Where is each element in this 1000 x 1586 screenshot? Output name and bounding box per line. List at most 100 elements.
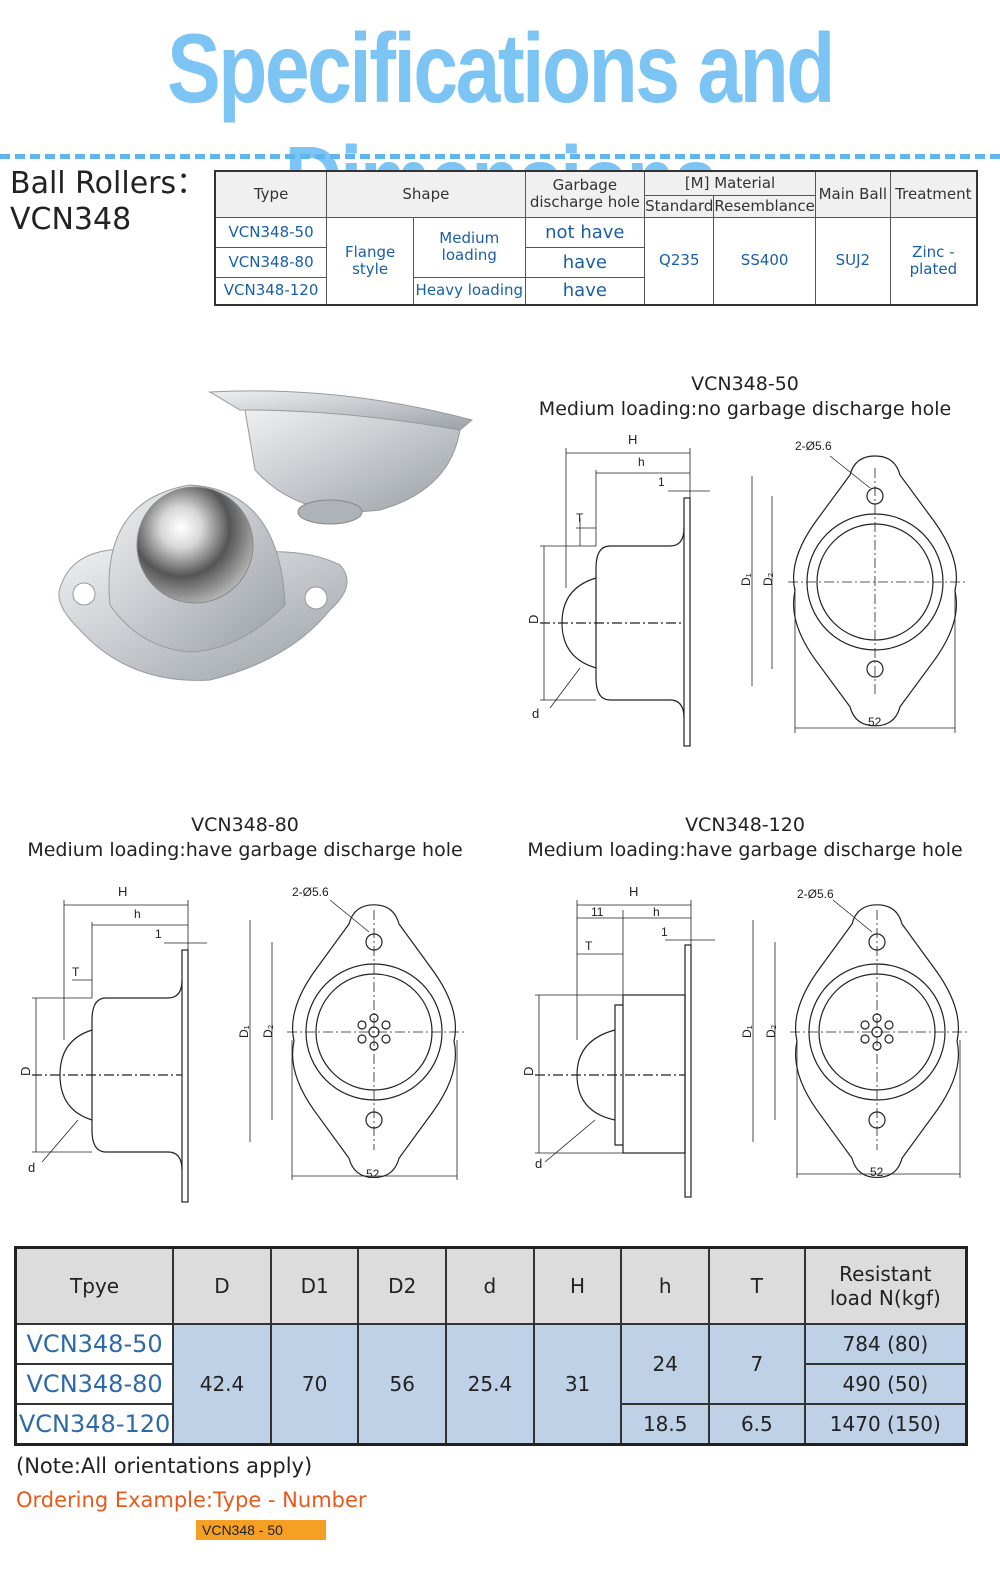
product-heading: Ball Rollers： VCN348 — [10, 166, 206, 238]
dim-d: 25.4 — [445, 1323, 535, 1446]
drawing-50-model: VCN348-50 — [691, 373, 799, 395]
label-D1: D₁ — [740, 1025, 754, 1038]
dim-type-120: VCN348-120 — [14, 1403, 175, 1446]
drawing-120-caption: VCN348-120 Medium loading:have garbage d… — [520, 813, 970, 863]
label-52: 52 — [868, 715, 882, 729]
spec-main-ball: SUJ2 — [814, 216, 891, 306]
dim-load-50: 784 (80) — [803, 1323, 968, 1366]
header-standard: Standard — [644, 194, 715, 218]
dim-header-D1: D1 — [269, 1246, 360, 1326]
header-treatment: Treatment — [889, 170, 978, 218]
label-D: D — [18, 1067, 33, 1076]
dim-type-80: VCN348-80 — [14, 1363, 175, 1406]
drawing-50: H h 1 T D d 2-Ø5.6 D₁ D₂ 52 — [526, 432, 966, 747]
spec-resemblance: SS400 — [713, 216, 816, 306]
spec-garbage-50: not have — [524, 216, 646, 248]
drawing-120-model: VCN348-120 — [685, 814, 805, 836]
spec-type-80: VCN348-80 — [214, 246, 328, 278]
spec-table: Type Shape Garbage discharge hole [M] Ma… — [214, 170, 978, 306]
spec-standard: Q235 — [644, 216, 715, 306]
dim-header-D2: D2 — [357, 1246, 448, 1326]
spec-heavy-loading: Heavy loading — [413, 276, 526, 306]
drawing-50-desc: Medium loading:no garbage discharge hole — [538, 398, 952, 420]
dim-header-h: h — [620, 1246, 711, 1326]
dim-h-heavy: 18.5 — [620, 1403, 711, 1446]
label-52: 52 — [870, 1165, 884, 1179]
dim-header-d: d — [445, 1246, 535, 1326]
drawing-120-desc: Medium loading:have garbage discharge ho… — [527, 839, 963, 861]
dim-load-80: 490 (50) — [803, 1363, 968, 1406]
front-view-50: 2-Ø5.6 D₁ D₂ 52 — [739, 439, 966, 733]
rear-unit — [208, 390, 474, 525]
label-H: H — [629, 884, 638, 899]
header-shape: Shape — [326, 170, 526, 218]
header-material: [M] Material — [644, 170, 816, 196]
dim-header-type: Tpye — [14, 1246, 175, 1326]
label-holes: 2-Ø5.6 — [795, 439, 832, 453]
header-resemblance: Resemblance — [713, 194, 816, 218]
spec-medium-loading: Medium loading — [413, 216, 526, 278]
label-T: T — [72, 965, 80, 979]
header-main-ball: Main Ball — [814, 170, 891, 218]
drawing-50-caption: VCN348-50 Medium loading:no garbage disc… — [530, 372, 960, 422]
label-D: D — [526, 615, 541, 624]
dim-header-D: D — [172, 1246, 272, 1326]
product-label: Ball Rollers： — [10, 166, 207, 201]
note-text: (Note:All orientations apply) — [16, 1454, 313, 1478]
drawing-120: H 11 h 1 T D d 2-Ø5.6 D₁ D₂ 52 — [521, 884, 967, 1198]
dim-T-heavy: 6.5 — [708, 1403, 806, 1446]
side-view-80: H h 1 T D d — [18, 884, 207, 1203]
dim-D: 42.4 — [172, 1323, 272, 1446]
header-garbage: Garbage discharge hole — [524, 170, 646, 218]
spec-garbage-120: have — [524, 276, 646, 306]
dim-H: 31 — [532, 1323, 623, 1446]
drawing-80-desc: Medium loading:have garbage discharge ho… — [27, 839, 463, 861]
spec-type-50: VCN348-50 — [214, 216, 328, 248]
label-D: D — [521, 1067, 536, 1076]
label-h: h — [653, 905, 660, 919]
spec-type-120: VCN348-120 — [214, 276, 328, 306]
dim-header-T: T — [708, 1246, 806, 1326]
label-D2: D₂ — [764, 1024, 778, 1038]
side-view-50: H h 1 T D d — [526, 432, 710, 747]
drawing-80-caption: VCN348-80 Medium loading:have garbage di… — [20, 813, 470, 863]
dim-D2: 56 — [357, 1323, 448, 1446]
side-view-120: H 11 h 1 T D d — [521, 884, 715, 1198]
label-h: h — [638, 455, 645, 469]
label-1: 1 — [658, 475, 665, 489]
label-holes: 2-Ø5.6 — [797, 887, 834, 901]
dim-h-medium: 24 — [620, 1323, 711, 1406]
dim-load-120: 1470 (150) — [803, 1403, 968, 1446]
label-D1: D₁ — [739, 573, 753, 586]
label-H: H — [118, 884, 127, 899]
dimension-table: Tpye D D1 D2 d H h T Resistant load N(kg… — [14, 1246, 968, 1446]
label-d: d — [535, 1156, 542, 1171]
label-D2: D₂ — [261, 1024, 275, 1038]
header-type: Type — [214, 170, 328, 218]
dim-header-load: Resistant load N(kgf) — [803, 1246, 968, 1326]
label-T: T — [576, 511, 584, 525]
front-view-120: 2-Ø5.6 D₁ D₂ 52 — [740, 887, 967, 1179]
front-view-80: 2-Ø5.6 D₁ D₂ 52 — [237, 885, 464, 1181]
label-1: 1 — [155, 927, 162, 941]
label-52: 52 — [366, 1167, 380, 1181]
dashed-divider — [0, 154, 1000, 159]
front-unit — [58, 484, 348, 681]
spec-garbage-80: have — [524, 246, 646, 278]
dim-type-50: VCN348-50 — [14, 1323, 175, 1366]
spec-shape-style: Flange style — [326, 216, 415, 306]
label-d: d — [28, 1160, 35, 1175]
label-H: H — [628, 432, 637, 447]
spec-treatment: Zinc -plated — [889, 216, 978, 306]
label-D1: D₁ — [237, 1025, 251, 1038]
label-d: d — [532, 706, 539, 721]
label-1: 1 — [661, 925, 668, 939]
label-h: h — [134, 907, 141, 921]
product-photo — [58, 390, 474, 681]
dim-T-medium: 7 — [708, 1323, 806, 1406]
ordering-label: Ordering Example:Type - Number — [16, 1488, 367, 1512]
ordering-example-tag: VCN348 - 50 — [196, 1520, 326, 1540]
drawing-80: H h 1 T D d 2-Ø5.6 D₁ D₂ 52 — [18, 884, 464, 1203]
label-11: 11 — [591, 905, 604, 919]
product-model: VCN348 — [10, 202, 132, 237]
